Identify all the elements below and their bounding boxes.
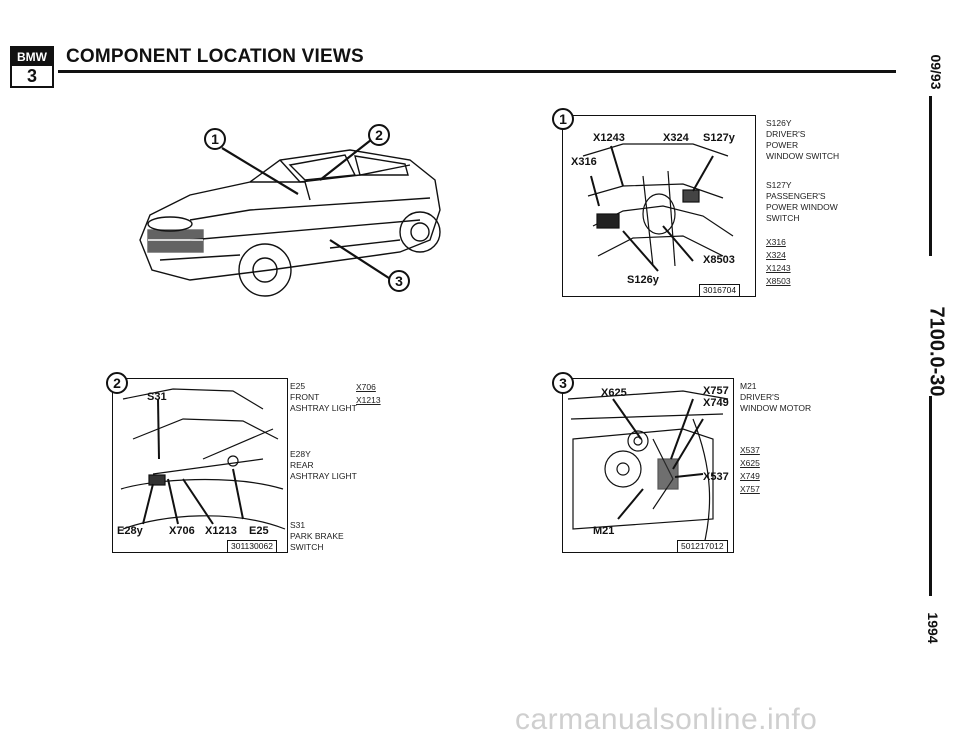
car-drawing — [139, 149, 441, 297]
car-overview — [130, 120, 460, 300]
v1-desc1-line3: WINDOW SWITCH — [766, 151, 840, 161]
v3-desc1-line1: DRIVER'S — [740, 392, 780, 402]
v2-callout-x706: X706 — [169, 525, 195, 537]
v2-desc2-line1: REAR — [290, 460, 314, 470]
header-rule — [58, 70, 896, 73]
view-2-connectors: X706 X1213 — [356, 381, 381, 407]
sidebar-date: 09/93 — [928, 54, 944, 90]
v3-ref-number: 501217012 — [677, 540, 728, 552]
v1-desc2-code: S127y — [766, 180, 792, 190]
v1-connector-4: X8503 — [766, 276, 791, 286]
v2-desc1-code: E25 — [290, 381, 306, 391]
v1-desc2-line3: SWITCH — [766, 213, 800, 223]
v2-desc3-line1: PARK BRAKE — [290, 531, 344, 541]
view-2-diagram: S31 E28y X706 X1213 E25 301130062 — [112, 378, 288, 553]
view-1-diagram: X1243 X324 S127y X316 X8503 S126y 301670… — [562, 115, 756, 297]
v2-desc2-line2: ASHTRAY LIGHT — [290, 471, 357, 481]
view-1-number: 1 — [552, 108, 574, 130]
page-title: COMPONENT LOCATION VIEWS — [66, 46, 364, 67]
v2-callout-x1213: X1213 — [205, 525, 237, 537]
v3-desc1-line2: WINDOW MOTOR — [740, 403, 812, 413]
v1-callout-s126y: S126y — [627, 274, 659, 286]
v3-callout-x537: X537 — [703, 471, 729, 483]
sidebar-line-mid — [929, 396, 932, 596]
car-leader-lines — [221, 135, 393, 281]
car-callout-1: 1 — [204, 128, 226, 150]
v2-desc3-line2: SWITCH — [290, 542, 324, 552]
v2-desc2-code: E28y — [290, 449, 311, 459]
v2-ref-number: 301130062 — [227, 540, 277, 552]
view-3-legend: M21 DRIVER'S WINDOW MOTOR X537 X625 X749… — [740, 381, 811, 496]
view-2-legend-2: E28y REAR ASHTRAY LIGHT — [290, 449, 357, 482]
v1-connector-1: X316 — [766, 237, 786, 247]
v3-connector-2: X625 — [740, 458, 760, 468]
view-2-number: 2 — [106, 372, 128, 394]
car-callout-2: 2 — [368, 124, 390, 146]
v1-connector-3: X1243 — [766, 263, 791, 273]
view-3-number: 3 — [552, 372, 574, 394]
v2-callout-s31: S31 — [147, 391, 167, 403]
v3-callout-x625: X625 — [601, 387, 627, 399]
v1-desc2-line2: POWER WINDOW — [766, 202, 838, 212]
view-1-drawing — [582, 143, 734, 272]
v1-desc1-code: S126y — [766, 118, 792, 128]
v2-callout-e28y: E28y — [117, 525, 143, 537]
v3-connector-4: X757 — [740, 484, 760, 494]
v1-desc2-line1: PASSENGER'S — [766, 191, 826, 201]
v3-connector-3: X749 — [740, 471, 760, 481]
v2-connector-1: X706 — [356, 382, 376, 392]
sidebar-year: 1994 — [925, 612, 941, 644]
view-2-legend-3: S31 PARK BRAKE SWITCH — [290, 520, 344, 553]
v1-ref-number: 3016704 — [699, 284, 741, 296]
view-3-diagram: X625 X757 X749 X537 M21 501217012 — [562, 378, 734, 553]
logo-series: 3 — [26, 66, 37, 86]
v3-callout-x757: X757 — [703, 385, 729, 397]
logo-brand: BMW — [12, 48, 52, 66]
v2-callout-e25: E25 — [249, 525, 269, 537]
v3-callout-m21: M21 — [593, 525, 615, 537]
v1-desc1-line2: POWER — [766, 140, 799, 150]
sidebar-line-top — [929, 96, 932, 256]
v2-desc3-code: S31 — [290, 520, 306, 530]
v2-desc1-line1: FRONT — [290, 392, 320, 402]
view-1-legend: S126y DRIVER'S POWER WINDOW SWITCH S127y… — [766, 118, 839, 288]
v3-connector-1: X537 — [740, 445, 760, 455]
view-2-drawing — [120, 388, 286, 530]
sidebar-doc-number: 7100.0-30 — [925, 306, 948, 397]
v1-callout-x8503: X8503 — [703, 254, 735, 266]
view-3-drawing — [567, 390, 729, 550]
v1-callout-x324: X324 — [663, 132, 689, 144]
v1-callout-x1243: X1243 — [593, 132, 625, 144]
car-callout-3: 3 — [388, 270, 410, 292]
v2-desc1-line2: ASHTRAY LIGHT — [290, 403, 357, 413]
view-2-legend-1: E25 FRONT ASHTRAY LIGHT — [290, 381, 357, 414]
v2-connector-2: X1213 — [356, 395, 381, 405]
v3-desc1-code: M21 — [740, 381, 757, 391]
v3-callout-x749: X749 — [703, 397, 729, 409]
watermark: carmanualsonline.info — [515, 703, 818, 736]
v1-desc1-line1: DRIVER'S — [766, 129, 806, 139]
v1-callout-x316: X316 — [571, 156, 597, 168]
v1-callout-s127y: S127y — [703, 132, 735, 144]
v1-connector-2: X324 — [766, 250, 786, 260]
bmw-3-series-logo: BMW 3 — [10, 46, 54, 88]
